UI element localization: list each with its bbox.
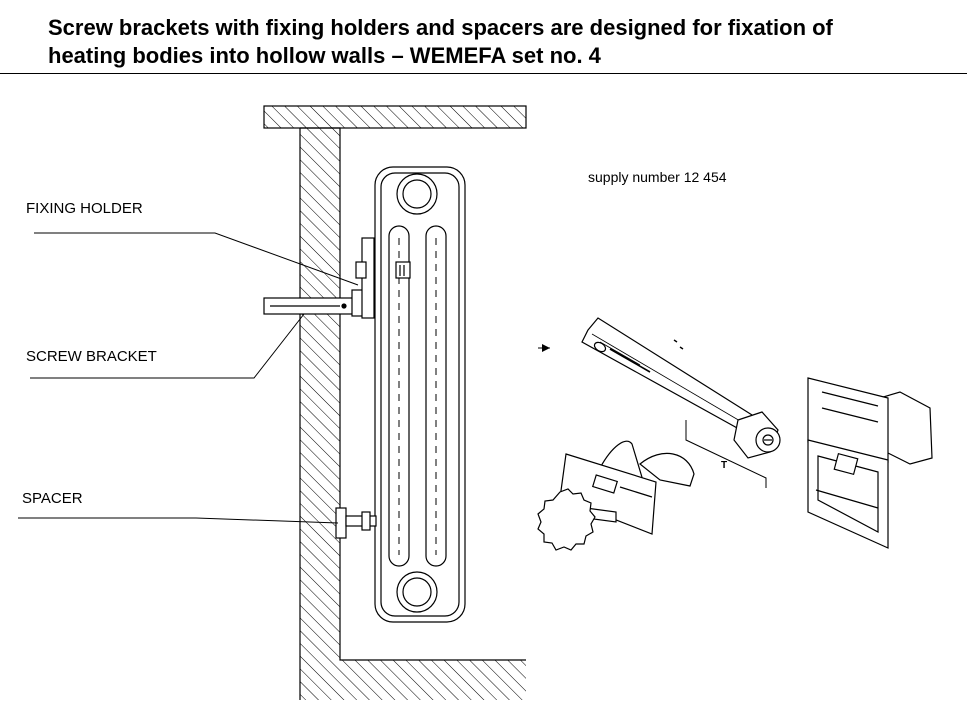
label-screw-bracket: SCREW BRACKET [26,348,157,365]
radiator-column-right [425,225,447,567]
fixing-holder-iso [807,377,933,549]
holder-clip [395,261,411,279]
leader-lines [18,232,359,524]
page-title: Screw brackets with fixing holders and s… [48,14,958,70]
spacer-clip-right [639,452,695,487]
spacer-side [335,507,377,539]
radiator [374,166,466,623]
label-supply-number: supply number 12 454 [588,169,727,185]
leader-screw-bracket [30,313,305,379]
spacer-knob-iso [537,488,596,551]
label-spacer: SPACER [22,490,83,507]
spacer-iso [537,440,695,551]
title-line-2: heating bodies into hollow walls – WEMEF… [48,43,601,68]
screw-bracket-side [263,237,375,319]
floor-hatch [340,660,526,700]
label-fixing-holder: FIXING HOLDER [26,200,143,217]
radiator-outer [374,166,466,623]
ceiling-hatch [263,105,527,129]
wall-hatch [300,128,340,700]
label-dimension-t: T [721,460,727,471]
wall-section [263,105,527,700]
leader-fixing-holder [34,232,359,286]
leader-spacer [18,517,339,524]
holder-body [807,439,889,549]
radiator-column-left [388,225,410,567]
title-line-1: Screw brackets with fixing holders and s… [48,15,833,40]
title-divider [0,73,967,74]
screw-bracket-iso [538,317,781,488]
spacer-plate [559,453,657,535]
